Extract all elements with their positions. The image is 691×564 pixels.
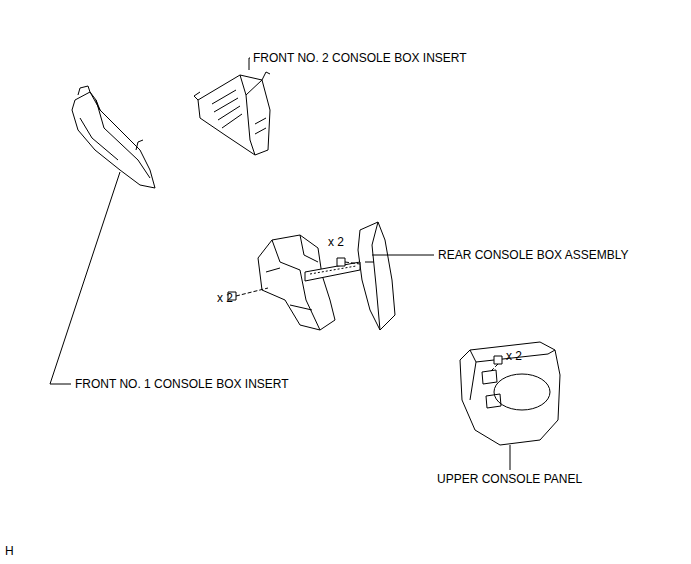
part-name: UPPER CONSOLE PANEL <box>437 472 582 486</box>
bolt <box>228 258 360 300</box>
quantity-label: x 2 <box>217 291 233 305</box>
front-no1-insert <box>72 86 155 188</box>
front-no2-insert <box>194 72 270 155</box>
part-name: FRONT NO. 1 CONSOLE BOX INSERT <box>75 377 289 391</box>
leader-line <box>50 58 510 470</box>
rear-console-box <box>258 222 395 330</box>
quantity-label: x 2 <box>506 349 522 363</box>
figure-code: H <box>5 544 14 558</box>
bolt <box>490 356 502 372</box>
quantity-label: x 2 <box>328 235 344 249</box>
part-name: FRONT NO. 2 CONSOLE BOX INSERT <box>253 51 467 65</box>
upper-console-panel <box>460 342 560 445</box>
part-name: REAR CONSOLE BOX ASSEMBLY <box>438 248 629 262</box>
